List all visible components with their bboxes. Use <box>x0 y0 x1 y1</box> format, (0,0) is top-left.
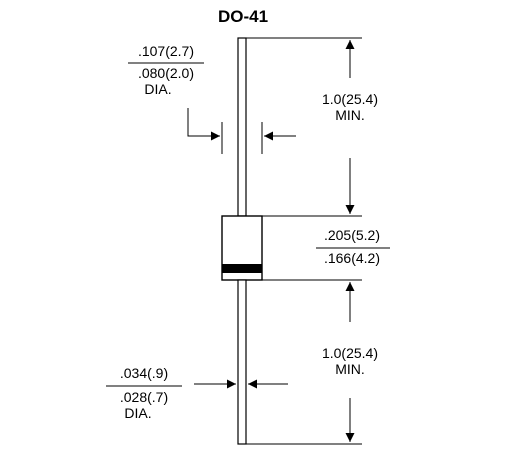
lead-dia-max: .034(.9) <box>120 365 168 381</box>
cathode-band <box>222 264 262 273</box>
bottom-lead <box>237 279 247 445</box>
body-length-min: .166(4.2) <box>324 250 380 266</box>
lead-length-top-min: MIN. <box>335 107 365 123</box>
lead-dia-min: .028(.7) <box>120 389 168 405</box>
body-length-max: .205(5.2) <box>324 227 380 243</box>
package-title: DO-41 <box>218 7 268 26</box>
lead-dia-unit: DIA. <box>124 405 151 421</box>
body-dia-min: .080(2.0) <box>138 65 194 81</box>
top-lead <box>237 37 247 217</box>
body-dia-max: .107(2.7) <box>138 43 194 59</box>
lead-length-bottom-min: MIN. <box>335 361 365 377</box>
body-dia-arrow-left <box>187 108 220 141</box>
body-dia-unit: DIA. <box>144 81 171 97</box>
lead-length-top-label: 1.0(25.4) <box>322 91 378 107</box>
lead-length-bottom-label: 1.0(25.4) <box>322 345 378 361</box>
